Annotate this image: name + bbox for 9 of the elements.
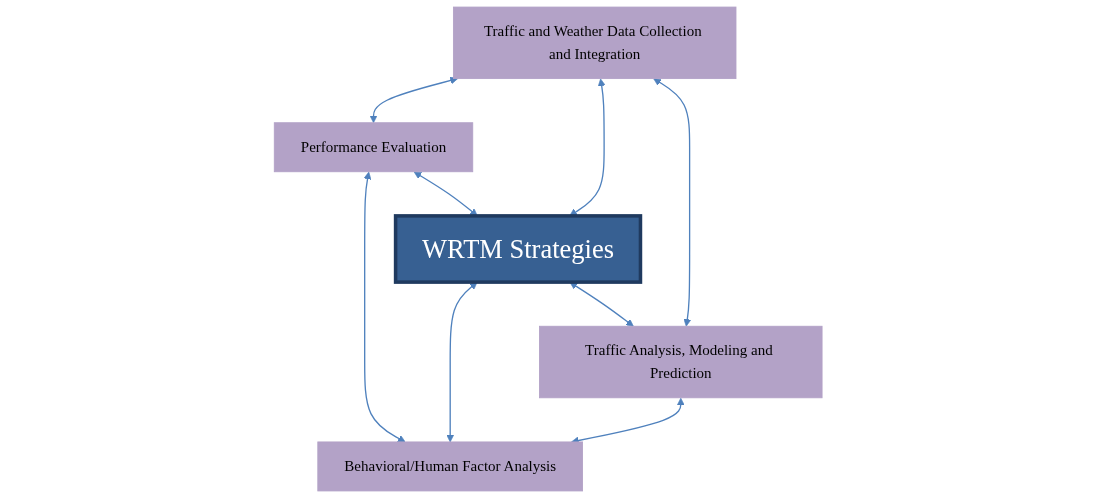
arrow [369, 76, 459, 124]
node-box: Performance Evaluation [274, 122, 474, 173]
arrow [446, 282, 478, 443]
node-box: Traffic and Weather Data Collection and Integration [453, 6, 737, 80]
arrow [364, 171, 406, 443]
node-box: Behavioral/Human Factor Analysis [317, 441, 584, 492]
arrow [653, 78, 692, 327]
node-box: WRTM Strategies [394, 214, 643, 284]
node-box: Traffic Analysis, Modeling and Prediction [539, 325, 823, 399]
